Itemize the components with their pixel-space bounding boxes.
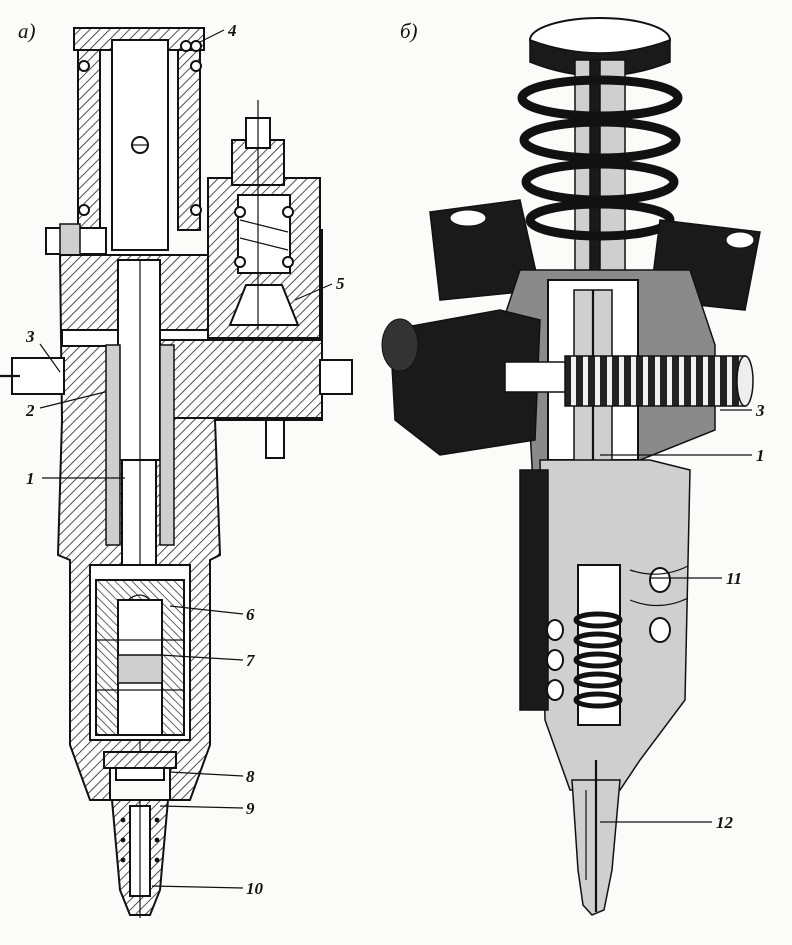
callout-a-10: 10 — [246, 879, 264, 898]
callout-a-5: 5 — [336, 274, 345, 293]
callout-a-4: 4 — [227, 21, 237, 40]
section-drawing-a — [0, 27, 353, 918]
callout-a-9: 9 — [246, 799, 255, 818]
leader-lines-b — [600, 409, 752, 823]
top-spring — [517, 75, 683, 241]
lower-spring — [573, 611, 623, 709]
leader-lines-a — [39, 29, 333, 889]
callout-b-3: 3 — [755, 401, 765, 420]
callout-b-1: 1 — [756, 446, 765, 465]
panel-label-b: б) — [400, 19, 418, 43]
valve-spring — [234, 206, 294, 268]
callout-a-3: 3 — [25, 327, 35, 346]
callout-a-6: 6 — [246, 605, 255, 624]
panel-label-a: а) — [18, 19, 36, 43]
cutaway-drawing-b — [381, 17, 761, 916]
callout-b-11: 11 — [726, 569, 742, 588]
callout-a-8: 8 — [246, 767, 255, 786]
callout-a-1: 1 — [26, 469, 35, 488]
nozzle-dots — [120, 817, 160, 863]
callout-a-2: 2 — [25, 401, 35, 420]
callout-b-12: 12 — [716, 813, 734, 832]
spring-coils — [78, 40, 202, 216]
callout-a-7: 7 — [246, 651, 256, 670]
